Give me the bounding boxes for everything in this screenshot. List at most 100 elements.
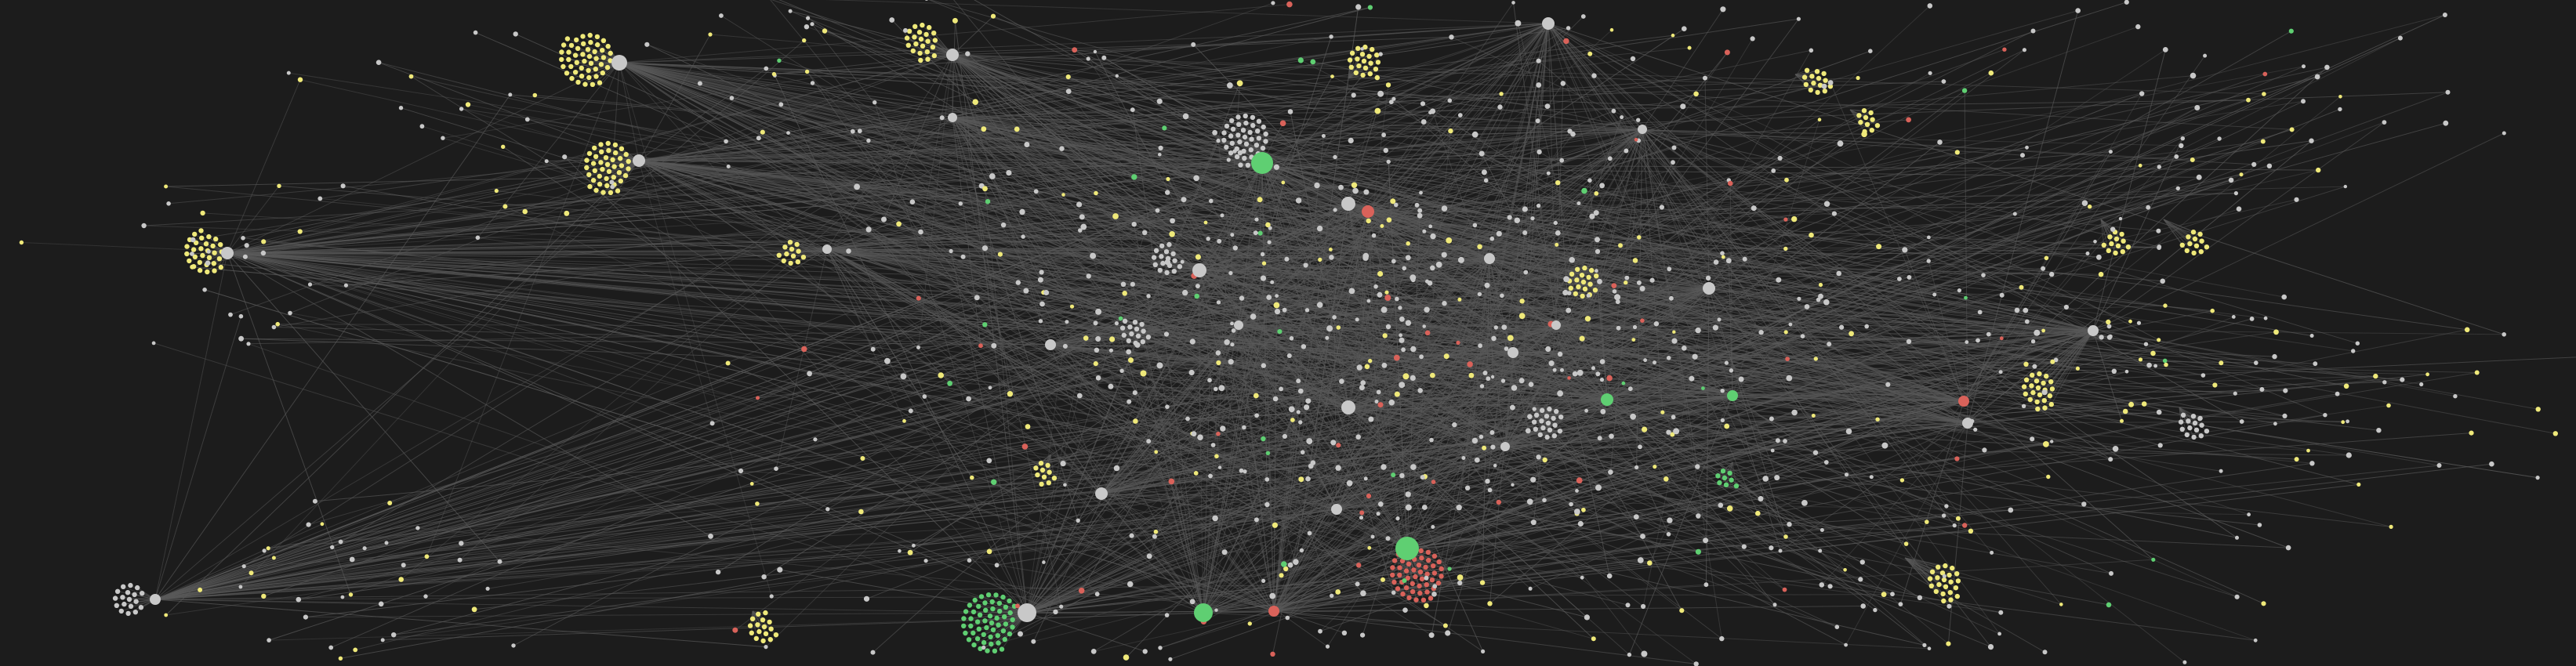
note-node[interactable]: [2008, 507, 2014, 513]
note-node[interactable]: [1401, 347, 1406, 353]
note-node[interactable]: [1042, 560, 1046, 564]
note-node[interactable]: [1941, 79, 1947, 84]
note-node[interactable]: [1321, 134, 1326, 138]
note-node[interactable]: [1171, 269, 1177, 274]
note-node[interactable]: [1926, 259, 1931, 263]
tag-node[interactable]: [2023, 391, 2028, 396]
tag-node[interactable]: [604, 176, 609, 182]
note-node[interactable]: [1471, 131, 1478, 138]
tag-node[interactable]: [1868, 110, 1874, 116]
attachment-node[interactable]: [990, 627, 996, 632]
attachment-node[interactable]: [991, 479, 997, 485]
tag-node[interactable]: [2098, 271, 2104, 277]
attachment-node[interactable]: [967, 603, 973, 608]
note-node[interactable]: [1142, 649, 1148, 654]
tag-node[interactable]: [1214, 454, 1219, 459]
tag-node[interactable]: [585, 47, 591, 52]
note-node[interactable]: [1431, 525, 1435, 529]
tag-node[interactable]: [1555, 242, 1559, 247]
tag-node[interactable]: [572, 70, 579, 75]
tag-node[interactable]: [1587, 51, 1593, 56]
tag-node[interactable]: [1672, 330, 1676, 334]
note-node[interactable]: [1355, 317, 1359, 322]
tag-node[interactable]: [1273, 302, 1280, 309]
unresolved-node[interactable]: [1576, 477, 1583, 484]
note-node[interactable]: [1547, 406, 1552, 412]
note-node[interactable]: [1449, 34, 1454, 40]
unresolved-node[interactable]: [1782, 587, 1787, 592]
note-node[interactable]: [2143, 342, 2149, 346]
note-node[interactable]: [1197, 434, 1203, 440]
note-node[interactable]: [2335, 391, 2340, 396]
note-node[interactable]: [1248, 147, 1254, 153]
tag-node[interactable]: [2356, 482, 2361, 487]
note-node[interactable]: [1769, 416, 1774, 422]
tag-node[interactable]: [561, 63, 566, 70]
attachment-node[interactable]: [1729, 477, 1734, 483]
note-node[interactable]: [1172, 258, 1177, 263]
hub-node[interactable]: [1362, 205, 1374, 218]
note-node[interactable]: [1844, 472, 1849, 477]
note-node[interactable]: [1243, 469, 1247, 474]
note-node[interactable]: [918, 229, 923, 235]
note-node[interactable]: [2081, 200, 2088, 206]
unresolved-node[interactable]: [1286, 1, 1293, 8]
tag-node[interactable]: [1035, 472, 1040, 478]
attachment-node[interactable]: [2151, 557, 2156, 562]
note-node[interactable]: [1338, 184, 1344, 190]
hub-node[interactable]: [633, 154, 645, 167]
tag-node[interactable]: [925, 56, 931, 62]
tag-node[interactable]: [1954, 593, 1960, 599]
note-node[interactable]: [1575, 489, 1579, 493]
tag-node[interactable]: [1487, 601, 1493, 606]
note-node[interactable]: [2263, 316, 2268, 320]
note-node[interactable]: [1300, 450, 1305, 454]
note-node[interactable]: [1827, 80, 1834, 85]
note-node[interactable]: [1399, 333, 1402, 338]
note-node[interactable]: [923, 559, 928, 563]
tag-node[interactable]: [2246, 97, 2251, 103]
note-node[interactable]: [206, 249, 211, 254]
note-node[interactable]: [2445, 89, 2451, 95]
tag-node[interactable]: [206, 233, 212, 240]
note-node[interactable]: [459, 541, 464, 546]
note-node[interactable]: [1231, 328, 1236, 333]
note-node[interactable]: [2146, 362, 2152, 368]
tag-node[interactable]: [2193, 243, 2200, 248]
tag-node[interactable]: [2535, 407, 2541, 412]
note-node[interactable]: [1497, 104, 1503, 110]
tag-node[interactable]: [790, 253, 796, 259]
attachment-node[interactable]: [1118, 316, 1123, 321]
note-node[interactable]: [1127, 324, 1133, 330]
tag-node[interactable]: [1861, 131, 1867, 138]
note-node[interactable]: [1341, 630, 1348, 635]
note-node[interactable]: [2156, 409, 2162, 415]
note-node[interactable]: [865, 226, 872, 233]
tag-node[interactable]: [586, 53, 593, 60]
note-node[interactable]: [1286, 353, 1292, 358]
tag-node[interactable]: [564, 36, 571, 42]
hub-node[interactable]: [1018, 603, 1036, 622]
tag-node[interactable]: [600, 47, 605, 53]
tag-node[interactable]: [297, 229, 303, 234]
note-node[interactable]: [2124, 369, 2129, 374]
note-node[interactable]: [267, 638, 271, 642]
note-node[interactable]: [2157, 244, 2162, 249]
note-node[interactable]: [1043, 290, 1050, 295]
tag-node[interactable]: [2138, 163, 2142, 168]
tag-node[interactable]: [592, 168, 597, 173]
tag-node[interactable]: [608, 190, 614, 195]
note-node[interactable]: [1643, 358, 1648, 363]
note-node[interactable]: [1142, 230, 1148, 235]
note-node[interactable]: [2285, 545, 2291, 551]
attachment-node[interactable]: [1281, 561, 1287, 567]
unresolved-node[interactable]: [1393, 354, 1400, 361]
tag-node[interactable]: [2190, 157, 2195, 162]
tag-node[interactable]: [1169, 231, 1175, 237]
note-node[interactable]: [1130, 107, 1135, 113]
hub-node[interactable]: [1638, 125, 1647, 134]
note-node[interactable]: [1282, 307, 1287, 313]
note-node[interactable]: [1504, 346, 1509, 351]
tag-node[interactable]: [2043, 441, 2049, 447]
note-node[interactable]: [1129, 331, 1134, 337]
